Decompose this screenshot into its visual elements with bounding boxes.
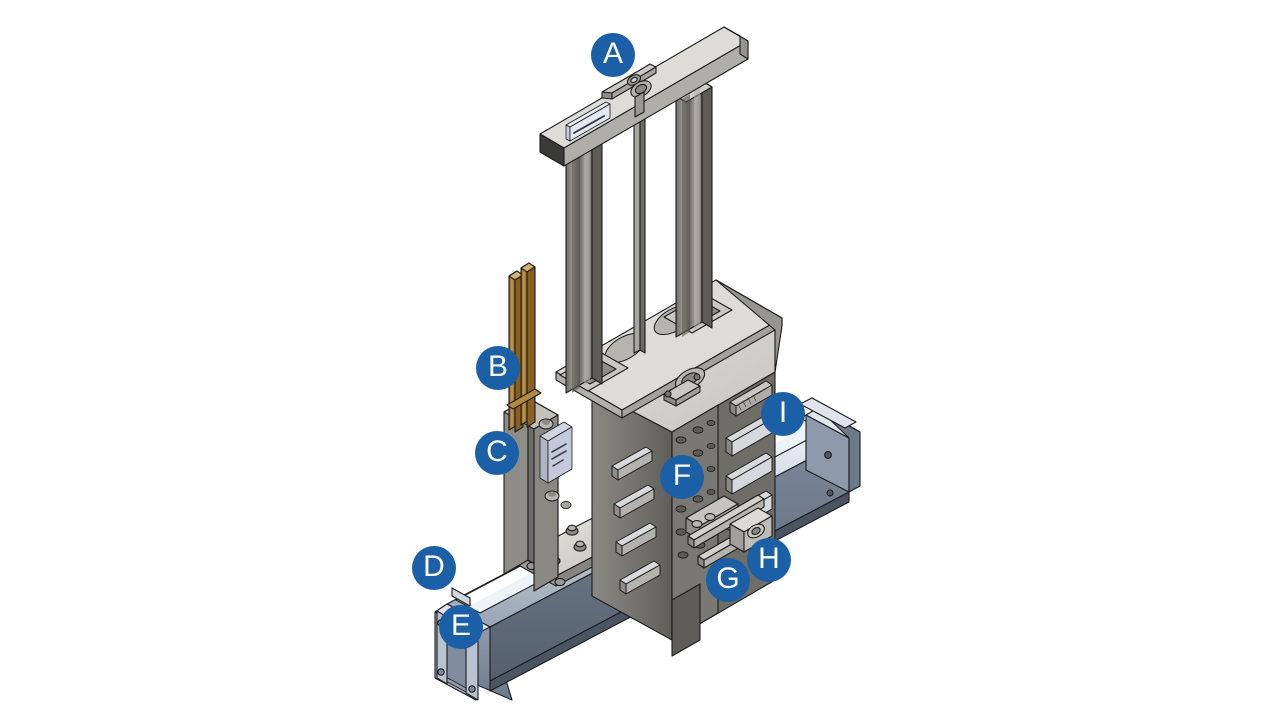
callout-marker-d[interactable]: D bbox=[412, 546, 456, 590]
callout-label-b: B bbox=[487, 350, 508, 383]
callout-marker-i[interactable]: I bbox=[761, 392, 805, 436]
callout-marker-f[interactable]: F bbox=[660, 455, 704, 499]
callout-marker-g[interactable]: G bbox=[706, 558, 750, 602]
callout-marker-e[interactable]: E bbox=[439, 605, 483, 649]
left-face-slots bbox=[611, 446, 661, 595]
callout-marker-c[interactable]: C bbox=[475, 431, 519, 475]
callout-label-i: I bbox=[778, 396, 788, 429]
callout-marker-h[interactable]: H bbox=[747, 538, 791, 582]
left-side-plate bbox=[503, 397, 573, 592]
top-crossbeam bbox=[539, 26, 749, 167]
callout-label-a: A bbox=[602, 37, 623, 70]
lower-clamp-assembly bbox=[685, 494, 773, 569]
main-housing bbox=[555, 279, 783, 657]
brass-guide-rods bbox=[506, 262, 542, 433]
callout-marker-a[interactable]: A bbox=[591, 33, 635, 77]
callout-label-f: F bbox=[672, 459, 692, 492]
callout-label-e: E bbox=[450, 609, 471, 642]
callout-label-g: G bbox=[716, 562, 740, 595]
callout-marker-b[interactable]: B bbox=[476, 346, 520, 390]
deck-latch bbox=[663, 367, 706, 407]
vertical-posts bbox=[565, 80, 713, 394]
callout-label-h: H bbox=[758, 542, 780, 575]
callout-label-c: C bbox=[486, 435, 508, 468]
callout-label-d: D bbox=[423, 550, 445, 583]
